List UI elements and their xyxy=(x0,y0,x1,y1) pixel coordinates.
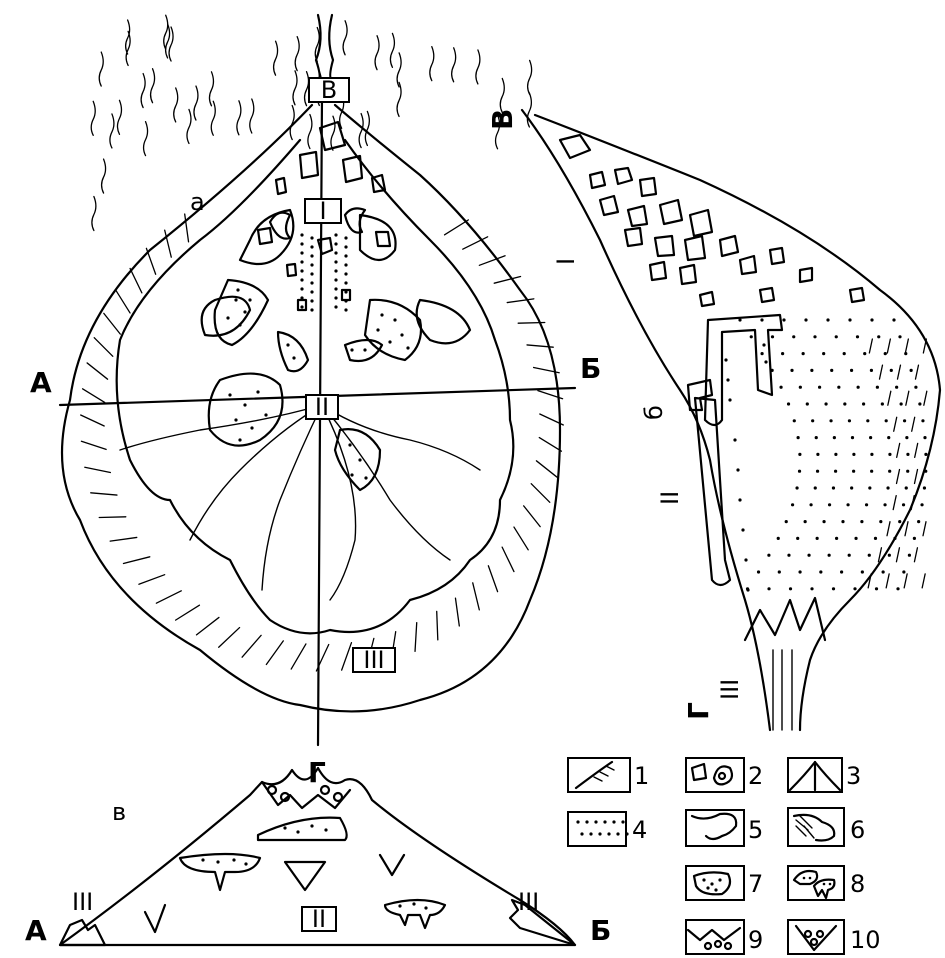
profile-zone3-label: III xyxy=(716,679,744,700)
cross-section-zone3-right: III xyxy=(518,888,539,916)
plan-label: а xyxy=(190,188,205,216)
svg-text:В: В xyxy=(321,76,337,104)
svg-text:5: 5 xyxy=(748,816,763,844)
fan-edge-hatching xyxy=(81,213,564,671)
legend-item-10: 10 xyxy=(788,920,881,954)
cross-section-wedge xyxy=(380,855,404,875)
sand-lens xyxy=(335,429,380,490)
legend-item-8: 8 xyxy=(788,866,865,900)
svg-text:3: 3 xyxy=(846,762,861,790)
feeder-channel xyxy=(316,15,333,80)
legend-item-6: 6 xyxy=(788,808,865,846)
cross-section-left-label: А xyxy=(25,914,47,947)
cross-section-view: II в А Б III III xyxy=(25,768,611,947)
cross-section-lens xyxy=(258,818,347,840)
profile-top-label: В xyxy=(486,109,519,130)
cross-section-pebbles xyxy=(268,786,342,801)
svg-text:9: 9 xyxy=(748,926,763,954)
sand-lens xyxy=(278,332,308,371)
cross-section-right-label: Б xyxy=(590,914,611,947)
svg-text:6: 6 xyxy=(850,816,865,844)
svg-text:1: 1 xyxy=(634,762,649,790)
cross-section-channel-top xyxy=(262,782,350,808)
label-box-zone1: I xyxy=(305,197,341,225)
profile-label: б xyxy=(640,405,668,420)
cross-section-zone3-left: III xyxy=(72,888,93,916)
svg-text:III: III xyxy=(363,646,384,674)
profile-bottom-label: Г xyxy=(682,702,715,720)
svg-text:10: 10 xyxy=(850,926,881,954)
legend-item-9: 9 xyxy=(686,920,763,954)
svg-text:7: 7 xyxy=(748,870,763,898)
legend-item-1: 1 xyxy=(568,758,649,792)
section-start-label: А xyxy=(30,366,52,399)
svg-text:I: I xyxy=(319,197,326,225)
profile-boulders xyxy=(560,135,864,306)
label-box-zone2: II xyxy=(306,393,338,421)
cross-section-wedge xyxy=(145,905,165,932)
section-end-label: Б xyxy=(580,352,601,385)
profile-bottom-lines xyxy=(773,650,792,730)
svg-text:2: 2 xyxy=(748,762,763,790)
legend-item-3: 3 xyxy=(788,758,861,792)
legend: 1 2 3 4 5 xyxy=(568,758,881,954)
sand-lens xyxy=(209,374,283,446)
legend-item-7: 7 xyxy=(686,866,763,900)
label-box-zone3: III xyxy=(353,646,395,674)
cross-section-label: в xyxy=(112,798,126,826)
profile-end-label: Г xyxy=(308,756,326,789)
legend-item-2: 2 xyxy=(686,758,763,792)
profile-teeth xyxy=(745,598,825,640)
profile-hatching xyxy=(868,339,927,588)
plan-view: В I II III а А Б Г xyxy=(30,15,601,789)
svg-text:II: II xyxy=(312,905,326,933)
cross-section-lens xyxy=(180,854,260,890)
sand-lens xyxy=(365,300,421,360)
label-box-profile-start: В xyxy=(309,76,349,104)
cs-label-box-zone2: II xyxy=(302,905,336,933)
profile-lower-lens xyxy=(688,380,730,585)
fan-inner-lobes xyxy=(202,210,470,343)
svg-text:8: 8 xyxy=(850,870,865,898)
profile-outline xyxy=(522,110,940,730)
legend-item-4: 4 xyxy=(568,812,647,846)
cross-section-dots xyxy=(201,824,427,909)
svg-text:II: II xyxy=(315,393,329,421)
distributary-channels xyxy=(120,405,480,600)
cross-section-wedge xyxy=(285,862,325,890)
profile-zone1-label: I xyxy=(552,258,580,265)
svg-text:4: 4 xyxy=(632,816,647,844)
profile-zone2-label: II xyxy=(656,491,684,505)
legend-item-5: 5 xyxy=(686,810,763,846)
profile-view: В I б II III Г xyxy=(486,109,940,730)
